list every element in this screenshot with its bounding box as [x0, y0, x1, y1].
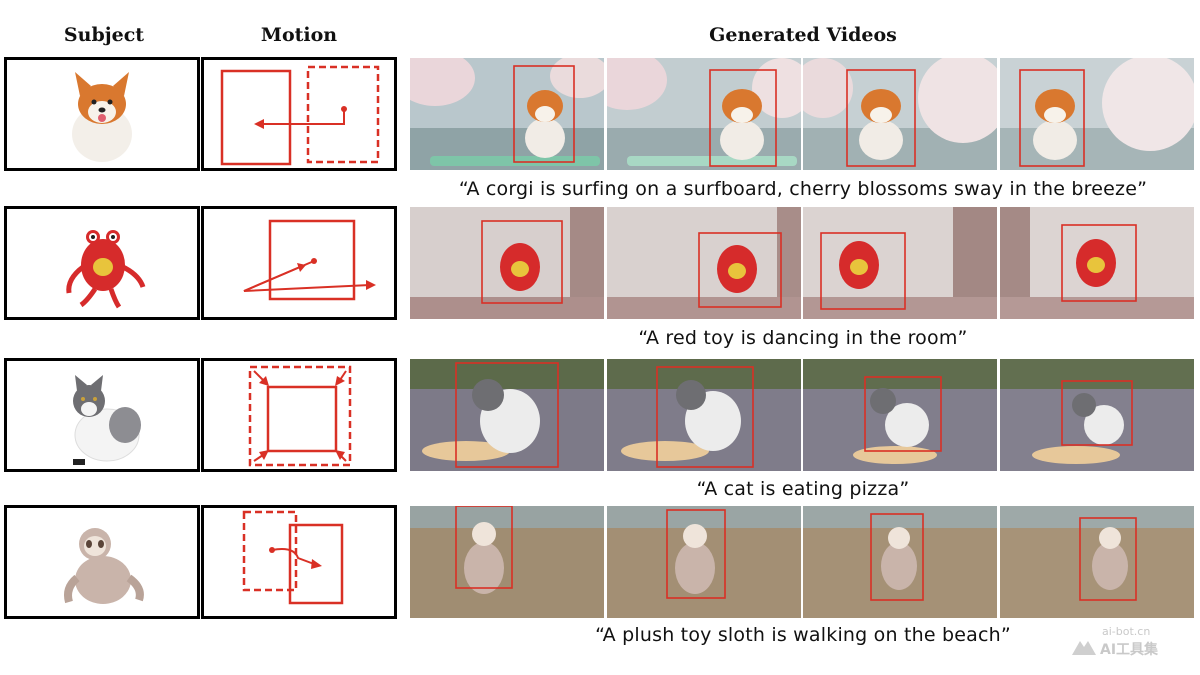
video-frame-1-4 — [1000, 58, 1194, 170]
video-frame-2-2 — [607, 207, 801, 319]
video-frame-4-2 — [607, 506, 801, 618]
video-frame-1-1 — [410, 58, 604, 170]
watermark-logo-icon — [1072, 641, 1096, 655]
subject-panel-corgi — [4, 57, 200, 171]
subject-panel-cat — [4, 358, 200, 472]
video-frame-4-4 — [1000, 506, 1194, 618]
motion-column-header: Motion — [260, 24, 338, 46]
caption-row-2: “A red toy is dancing in the room” — [638, 327, 968, 349]
video-frame-4-3 — [803, 506, 997, 618]
sloth-image — [64, 528, 144, 604]
red-toy-image — [66, 230, 146, 309]
subject-panel-red-toy — [4, 206, 200, 320]
watermark: ai-bot.cn AI工具集 — [1072, 623, 1182, 663]
video-frame-4-1 — [410, 506, 604, 618]
cat-image — [73, 375, 141, 465]
video-frame-2-3 — [803, 207, 997, 319]
subject-column-header: Subject — [63, 24, 145, 46]
video-frame-1-3 — [803, 58, 997, 170]
caption-row-3: “A cat is eating pizza” — [696, 478, 910, 500]
corgi-image — [72, 72, 132, 162]
motion-panel-1 — [201, 57, 397, 171]
watermark-name: AI工具集 — [1100, 642, 1159, 658]
video-frame-3-4 — [1000, 359, 1194, 471]
video-frame-3-3 — [803, 359, 997, 471]
motion-panel-4 — [201, 505, 397, 619]
video-frame-2-1 — [410, 207, 604, 319]
motion-diagram-left-arrow — [220, 65, 380, 166]
watermark-url: ai-bot.cn — [1102, 625, 1151, 638]
caption-row-4: “A plush toy sloth is walking on the bea… — [595, 624, 1011, 646]
motion-panel-3 — [201, 358, 397, 472]
video-frame-3-1 — [410, 359, 604, 471]
generated-videos-column-header: Generated Videos — [709, 24, 897, 46]
subject-panel-sloth — [4, 505, 200, 619]
caption-row-1: “A corgi is surfing on a surfboard, cher… — [458, 178, 1148, 200]
video-frame-1-2 — [607, 58, 801, 170]
motion-panel-2 — [201, 206, 397, 320]
motion-diagram-zigzag-arrow — [243, 219, 376, 301]
motion-diagram-right-arrow — [242, 510, 344, 605]
video-frame-2-4 — [1000, 207, 1194, 319]
video-frame-3-2 — [607, 359, 801, 471]
motion-diagram-shrink-arrows — [248, 365, 352, 467]
